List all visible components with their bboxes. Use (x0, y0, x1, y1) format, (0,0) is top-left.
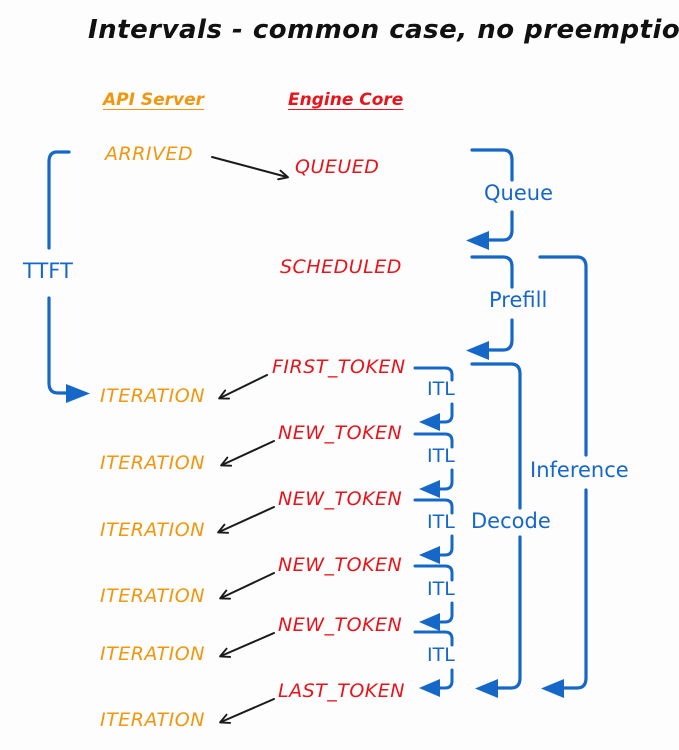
column-header-engine-core: Engine Core (288, 90, 404, 110)
inference-bracket (538, 255, 588, 698)
itl-bracket-2 (413, 432, 454, 498)
itl-bracket-3 (413, 498, 454, 564)
state-scheduled: SCHEDULED (280, 256, 402, 278)
metric-label-queue: Queue (484, 181, 553, 205)
state-iteration-3: ITERATION (100, 519, 205, 541)
metric-label-ttft: TTFT (23, 259, 73, 283)
metric-label-itl-3: ITL (427, 511, 455, 533)
metric-label-itl-1: ITL (427, 378, 455, 400)
arrow-new-token-to-iteration-4 (219, 632, 275, 658)
arrow-last-token-to-iteration (219, 698, 275, 724)
state-queued: QUEUED (295, 156, 380, 178)
metric-label-itl-4: ITL (427, 578, 455, 600)
metric-label-inference: Inference (530, 458, 629, 482)
state-iteration-5: ITERATION (100, 643, 205, 665)
queue-bracket (466, 148, 514, 250)
itl-bracket-1 (413, 366, 454, 431)
metric-label-itl-5: ITL (427, 644, 455, 666)
state-first-token: FIRST_TOKEN (272, 356, 406, 378)
arrow-new-token-to-iteration-2 (217, 506, 275, 534)
arrow-first-token-to-iteration (218, 374, 268, 400)
metric-label-itl-2: ITL (427, 445, 455, 467)
column-header-api-server: API Server (103, 90, 205, 110)
decode-bracket (470, 362, 522, 698)
state-arrived: ARRIVED (105, 143, 194, 165)
metric-label-prefill: Prefill (489, 288, 548, 312)
prefill-bracket (466, 255, 514, 360)
state-new-token-3: NEW_TOKEN (278, 554, 403, 576)
state-last-token: LAST_TOKEN (278, 680, 405, 702)
itl-bracket-4 (413, 564, 454, 631)
state-new-token-1: NEW_TOKEN (278, 422, 403, 444)
arrow-new-token-to-iteration-1 (220, 440, 275, 467)
state-iteration-2: ITERATION (100, 452, 205, 474)
state-iteration-4: ITERATION (100, 585, 205, 607)
ttft-bracket (47, 150, 90, 403)
arrow-new-token-to-iteration-3 (219, 572, 275, 600)
itl-bracket-5 (413, 630, 454, 697)
arrow-arrived-to-queued (211, 156, 289, 181)
state-new-token-4: NEW_TOKEN (278, 614, 403, 636)
metric-label-decode: Decode (471, 509, 551, 533)
page-title: Intervals - common case, no preemptions (88, 15, 679, 45)
state-new-token-2: NEW_TOKEN (278, 488, 403, 510)
state-iteration-6: ITERATION (100, 709, 205, 731)
state-iteration-1: ITERATION (100, 385, 205, 407)
